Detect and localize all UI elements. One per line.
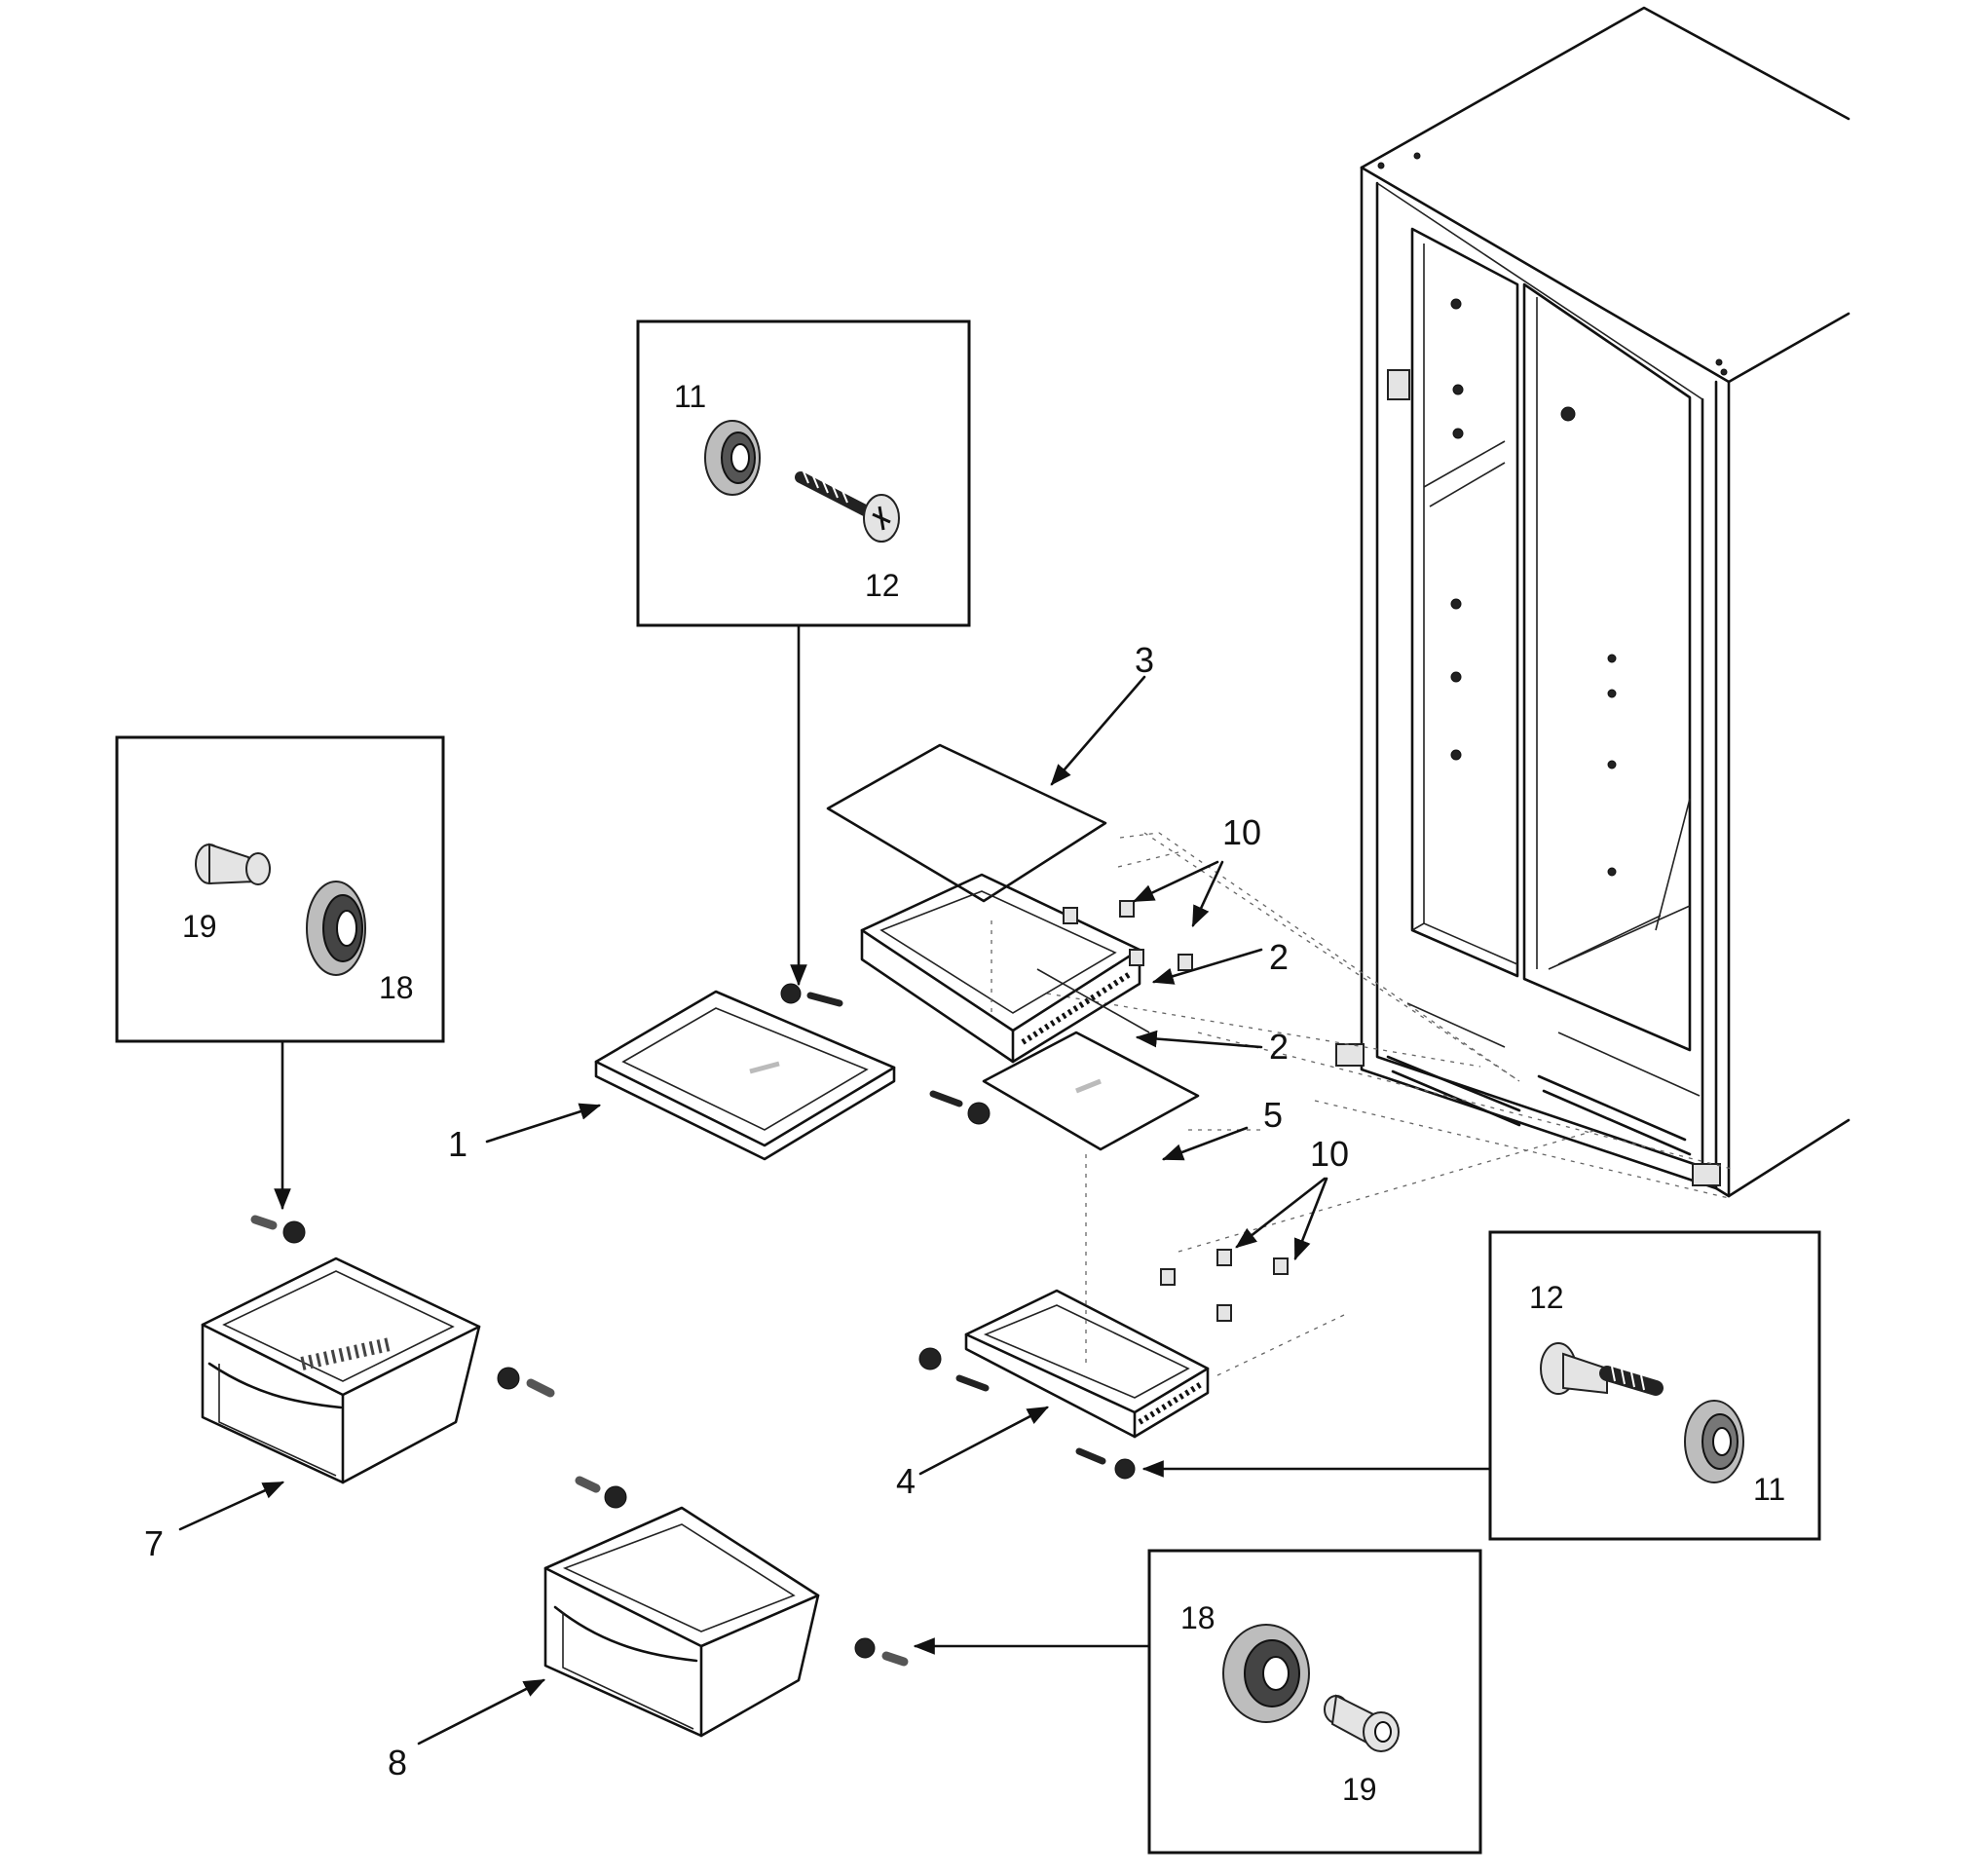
roller-wheel-icon — [282, 1220, 306, 1244]
arrow-icon — [417, 1678, 545, 1745]
arrow-icon — [485, 1103, 602, 1144]
arrow-icon — [1293, 1177, 1328, 1261]
arrow-icon — [1050, 675, 1146, 786]
crisper-drawer-7-icon — [201, 1257, 481, 1484]
inset-top: 11 12 — [636, 319, 971, 987]
callout-2a: 2 — [1269, 937, 1289, 977]
screw-icon — [955, 1374, 990, 1392]
drawer-tray-4-icon — [964, 1154, 1210, 1439]
roller-wheel-icon — [854, 1637, 876, 1659]
crisper-drawer-8-icon — [543, 1506, 820, 1738]
screw-icon — [806, 992, 843, 1007]
arrow-icon — [178, 1481, 285, 1531]
inset-right: 12 11 — [1141, 1230, 1821, 1541]
arrow-icon — [1161, 1126, 1249, 1161]
stopper-pin-icon — [881, 1651, 909, 1667]
roller-wheel-icon — [1222, 1624, 1310, 1723]
screw-icon — [929, 1090, 963, 1107]
arrow-icon — [1151, 948, 1263, 985]
callout-1: 1 — [448, 1124, 467, 1164]
stopper-pin-icon — [250, 1215, 278, 1230]
screw-icon — [795, 470, 900, 543]
shelf-frame-1-icon — [594, 990, 896, 1161]
callout-3: 3 — [1135, 640, 1154, 680]
inset-right-label-a: 12 — [1529, 1280, 1564, 1315]
drawer-tray-2-icon — [860, 873, 1150, 1064]
callout-10a: 10 — [1222, 812, 1261, 852]
callout-7: 7 — [144, 1523, 164, 1563]
roller-wheel-icon — [497, 1367, 520, 1390]
arrow-icon — [1133, 860, 1219, 903]
roller-wheel-icon — [1114, 1458, 1136, 1480]
callout-5: 5 — [1263, 1095, 1283, 1135]
glass-panel-5-icon — [982, 1031, 1200, 1151]
arrow-icon — [1235, 1177, 1327, 1249]
arrow-icon — [1135, 1030, 1263, 1049]
inset-left-label-a: 19 — [182, 909, 217, 944]
stopper-pin-icon — [1160, 1249, 1289, 1322]
screw-icon — [1075, 1447, 1106, 1465]
inset-bottom: 18 19 — [913, 1549, 1482, 1855]
inset-right-label-b: 11 — [1753, 1472, 1785, 1507]
stopper-pin-icon — [1324, 1694, 1400, 1752]
inset-bottom-label-b: 19 — [1342, 1772, 1377, 1807]
inset-bottom-label-a: 18 — [1180, 1600, 1215, 1635]
arrow-icon — [1191, 860, 1224, 927]
roller-wheel-icon — [306, 881, 366, 976]
callout-labels: 1 2 2 3 4 5 7 8 10 10 — [144, 640, 1349, 1782]
callout-2b: 2 — [1269, 1027, 1289, 1067]
roller-wheel-icon — [967, 1102, 991, 1125]
stopper-pin-icon — [1540, 1342, 1664, 1396]
callout-10b: 10 — [1310, 1134, 1349, 1174]
inset-left-label-b: 18 — [379, 970, 414, 1005]
inset-top-label-b: 12 — [865, 568, 900, 603]
roller-wheel-icon — [918, 1347, 942, 1370]
stopper-pin-icon — [575, 1476, 601, 1493]
roller-wheel-icon — [1684, 1400, 1744, 1483]
inset-top-label-a: 11 — [674, 379, 706, 414]
callout-4: 4 — [896, 1461, 916, 1501]
glass-panel-3-icon — [826, 743, 1107, 903]
stopper-pin-icon — [195, 843, 271, 885]
stopper-pin-icon — [1063, 900, 1193, 971]
hardware-parts — [250, 832, 1520, 1667]
callout-arrows — [178, 675, 1328, 1745]
callout-8: 8 — [388, 1743, 407, 1782]
arrow-icon — [918, 1406, 1049, 1476]
stopper-pin-icon — [526, 1378, 555, 1398]
roller-wheel-icon — [604, 1485, 627, 1509]
roller-wheel-icon — [780, 983, 802, 1004]
roller-wheel-icon — [704, 420, 761, 496]
refrigerator-cabinet-icon — [1046, 6, 1851, 1253]
inset-left: 19 18 — [115, 735, 445, 1211]
